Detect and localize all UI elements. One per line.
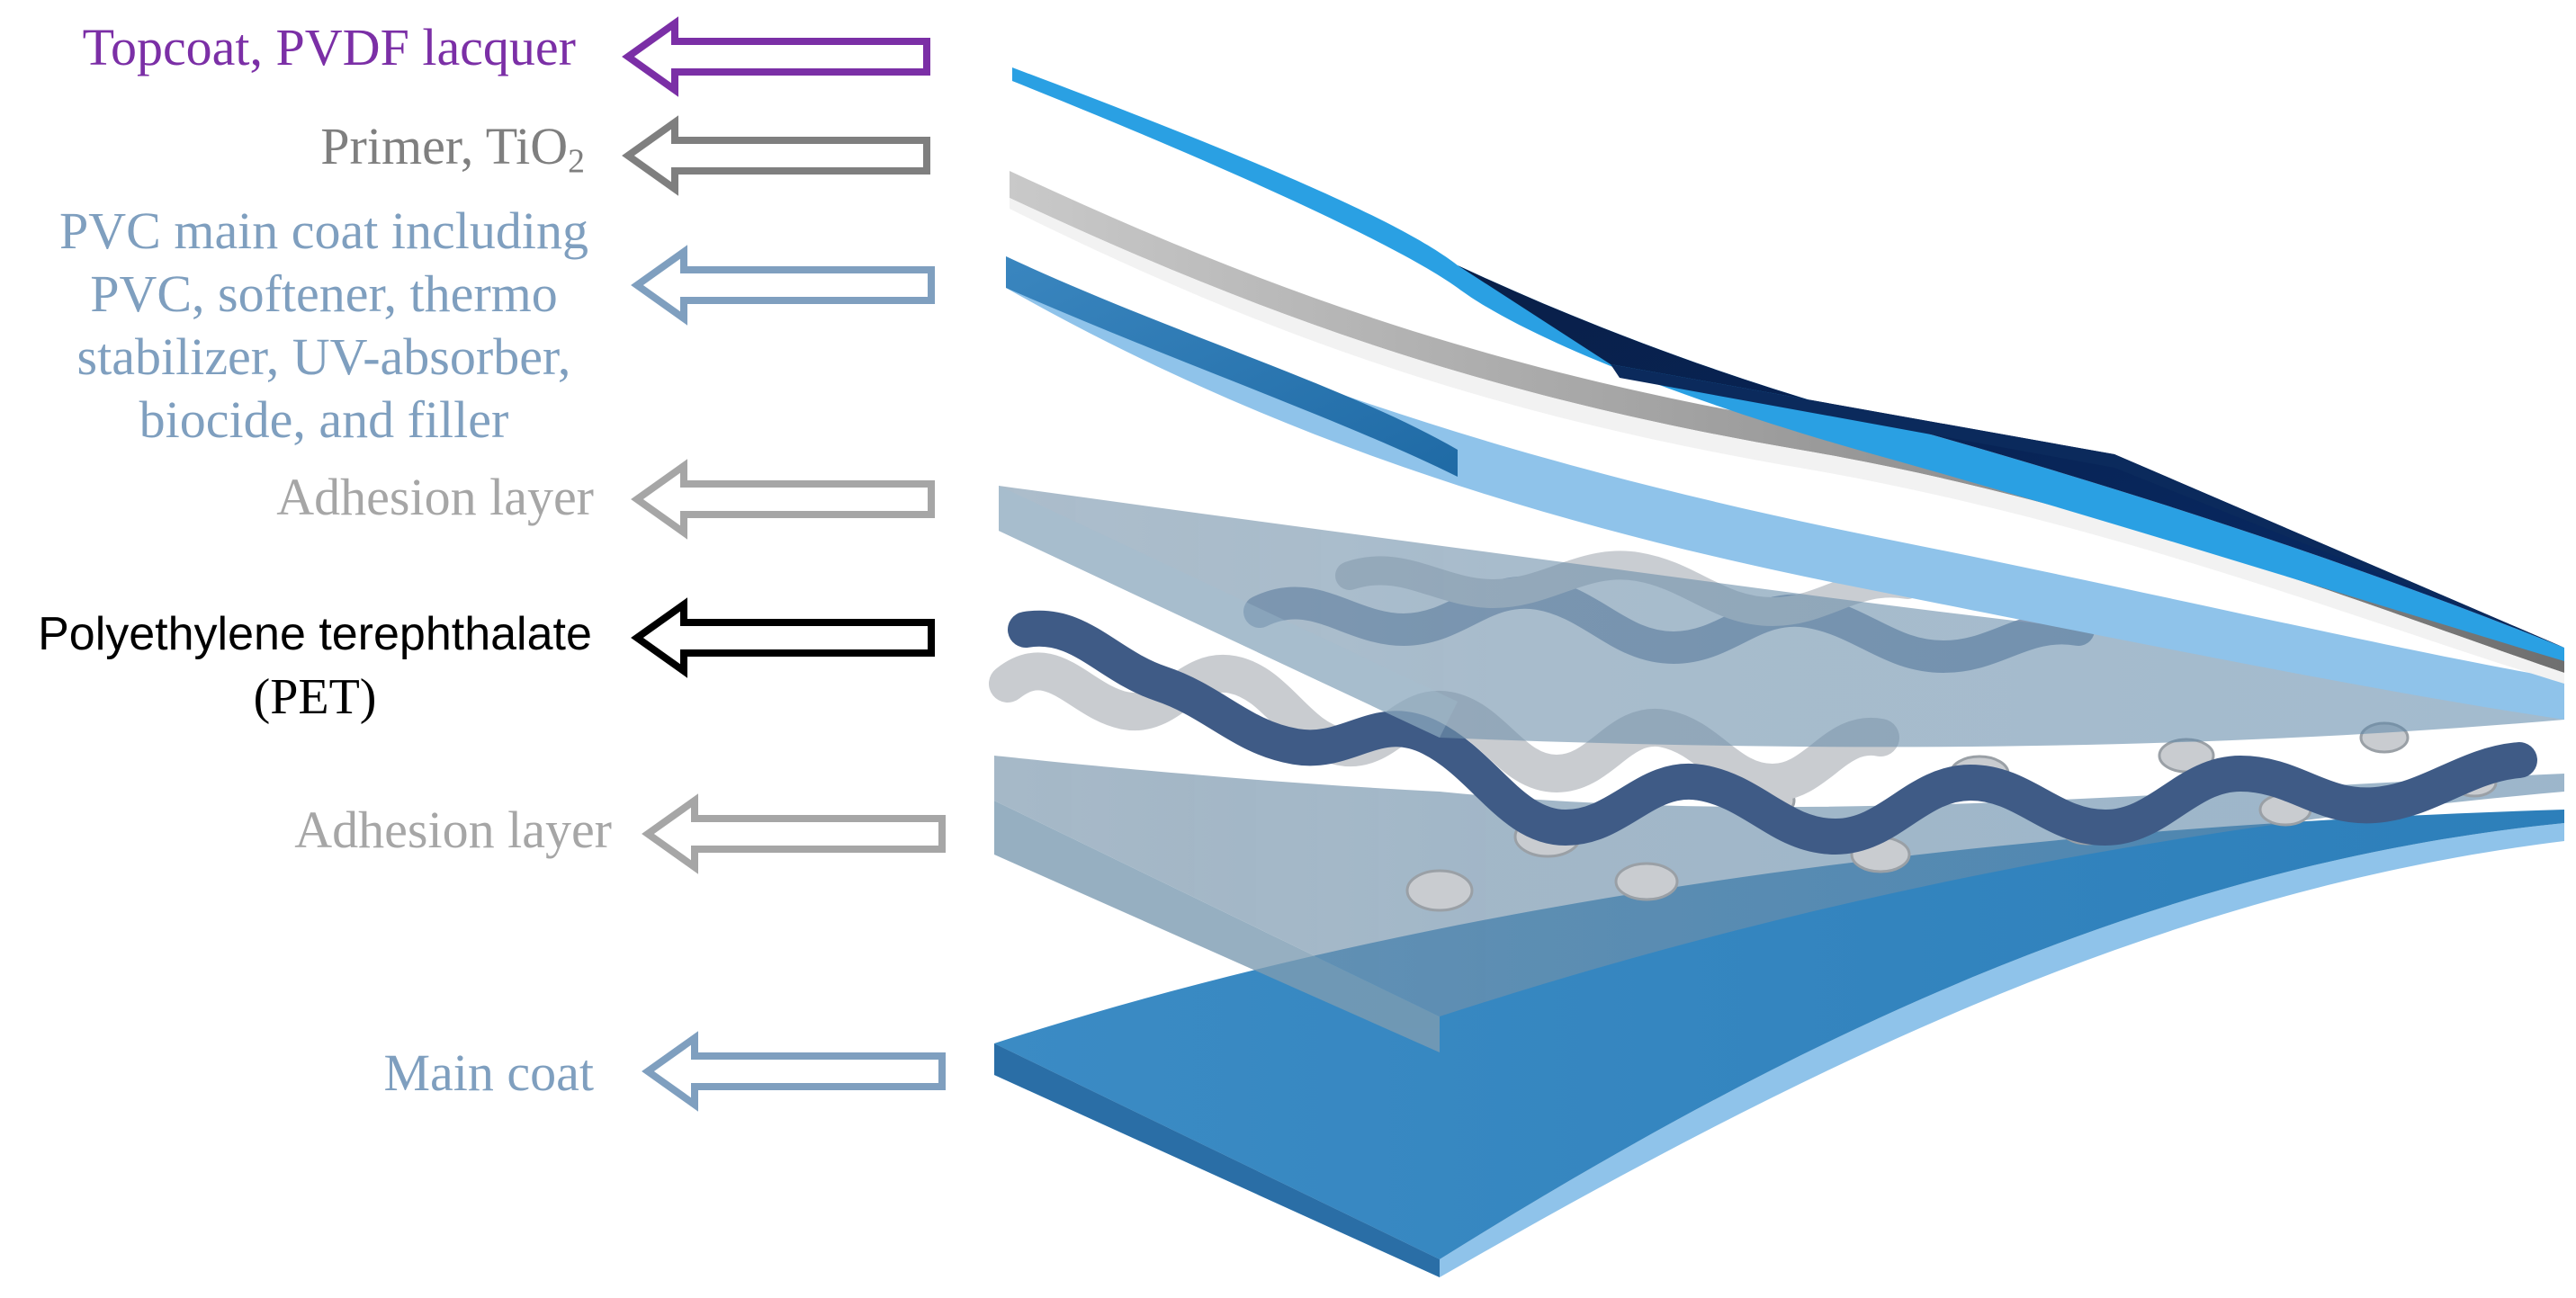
adhesion-bottom-arrow-icon <box>641 793 951 874</box>
topcoat-label-text: Topcoat, PVDF lacquer <box>82 18 576 76</box>
main-coat-label: Main coat <box>18 1042 594 1105</box>
pet-label-line-1: Polyethylene terephthalate <box>38 608 592 660</box>
topcoat-arrow-icon <box>621 16 936 97</box>
adhesion-layer-bottom-label: Adhesion layer <box>18 799 612 862</box>
pvc-label-line-3: stabilizer, UV-absorber, <box>76 327 571 386</box>
adhesion-bottom-label-text: Adhesion layer <box>294 801 612 859</box>
adhesion-top-arrow-icon <box>630 459 940 540</box>
pvc-main-coat-label: PVC main coat including PVC, softener, t… <box>18 200 630 452</box>
pvc-main-coat-layer <box>1006 256 2564 720</box>
main-coat-label-text: Main coat <box>383 1043 594 1102</box>
pet-arrow-icon <box>630 597 940 678</box>
primer-label-subscript: 2 <box>568 142 585 181</box>
adhesion-layer-top-label: Adhesion layer <box>18 466 594 529</box>
primer-label-text: Primer, TiO2 <box>18 115 585 192</box>
pvc-arrow-icon <box>630 245 940 326</box>
adhesion-layer-top <box>999 486 2564 747</box>
pet-label-line-2: (PET) <box>253 669 377 725</box>
pvc-label-line-2: PVC, softener, thermo <box>90 264 558 323</box>
pet-label: Polyethylene terephthalate (PET) <box>0 603 630 729</box>
main-coat-layer <box>994 810 2564 1277</box>
primer-label: Primer, TiO2 <box>18 115 585 192</box>
main-coat-arrow-icon <box>641 1031 951 1112</box>
pvc-label-line-1: PVC main coat including <box>59 201 588 260</box>
topcoat-label: Topcoat, PVDF lacquer <box>18 16 576 79</box>
pvc-label-line-4: biocide, and filler <box>139 390 509 449</box>
topcoat-layer <box>1012 67 2564 661</box>
primer-label-prefix: Primer, TiO <box>320 117 569 175</box>
primer-arrow-icon <box>621 115 936 196</box>
adhesion-top-label-text: Adhesion layer <box>276 468 594 526</box>
